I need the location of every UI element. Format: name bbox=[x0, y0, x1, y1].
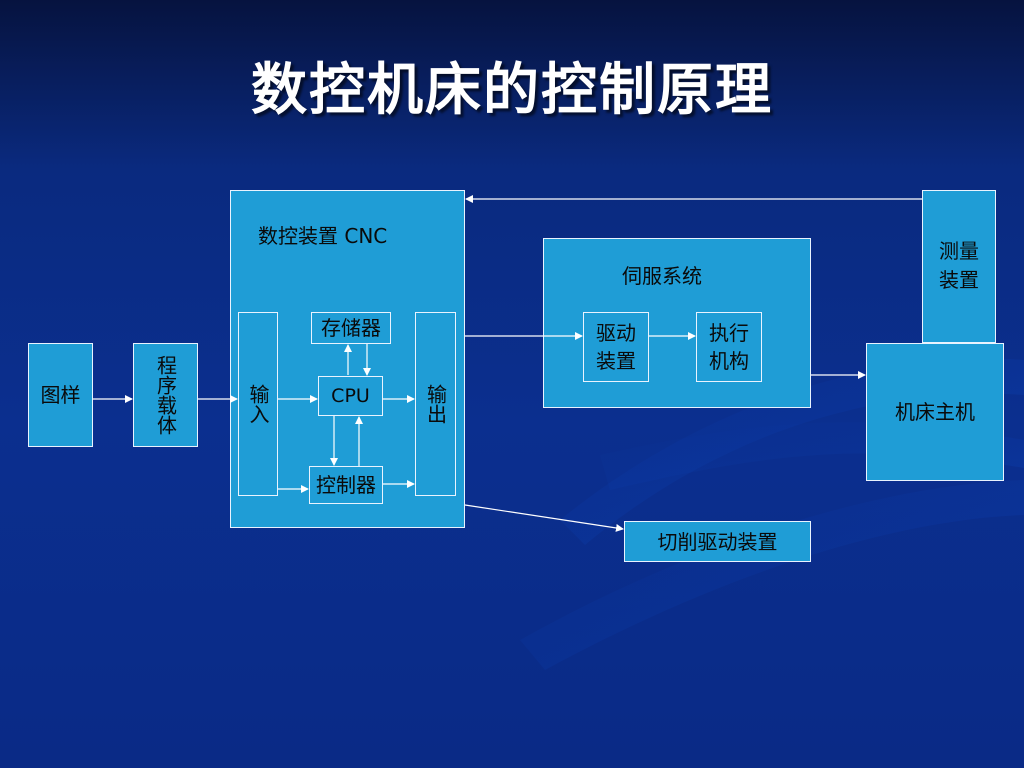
measuring-device-box: 测量装置 bbox=[922, 190, 996, 343]
output-box: 输出 bbox=[415, 312, 456, 496]
controller-box: 控制器 bbox=[309, 466, 383, 504]
slide-title: 数控机床的控制原理 bbox=[251, 58, 773, 123]
input-box: 输入 bbox=[238, 312, 278, 496]
drive-device-box: 驱动装置 bbox=[583, 312, 649, 382]
cnc-device-label: 数控装置 CNC bbox=[258, 224, 388, 248]
measuring-device-label: 测量装置 bbox=[939, 239, 979, 292]
servo-system-label: 伺服系统 bbox=[622, 264, 702, 288]
drive-device-label: 驱动装置 bbox=[596, 321, 636, 373]
program-carrier-box: 程序载体 bbox=[133, 343, 198, 447]
cutting-drive-box: 切削驱动装置 bbox=[624, 521, 811, 562]
arrow-cnc-to-cutting-drive bbox=[464, 504, 624, 532]
actuator-label: 执行机构 bbox=[709, 321, 749, 373]
cpu-box: CPU bbox=[318, 376, 383, 416]
machine-host-box: 机床主机 bbox=[866, 343, 1004, 481]
storage-box: 存储器 bbox=[311, 312, 391, 344]
actuator-box: 执行机构 bbox=[696, 312, 762, 382]
drawing-box: 图样 bbox=[28, 343, 93, 447]
